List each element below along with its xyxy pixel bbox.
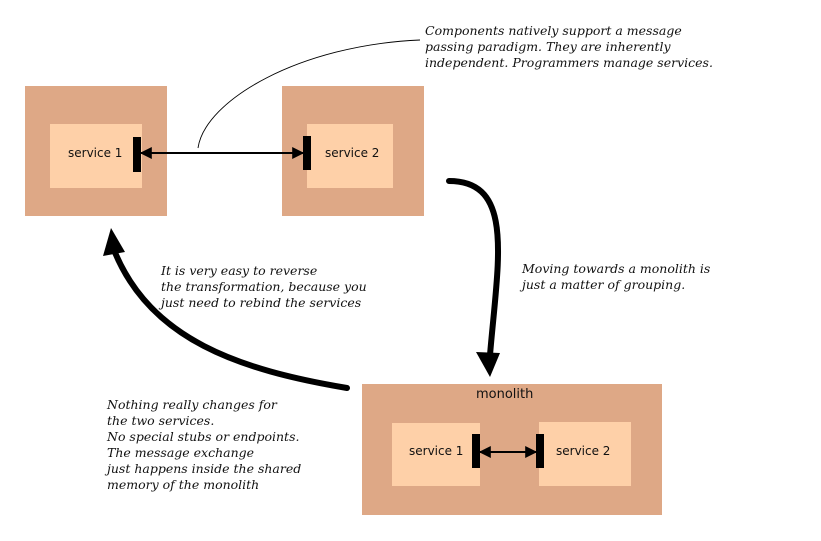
note-nothing-changes: Nothing really changes for the two servi… (107, 397, 301, 493)
service-1-box (50, 124, 142, 188)
note-line: passing paradigm. They are inherently (425, 39, 671, 54)
note-line: the two services. (107, 413, 215, 428)
service-1-endpoint (133, 137, 141, 172)
monolith-service-1-endpoint (472, 434, 480, 468)
note-line: just need to rebind the services (161, 295, 362, 310)
note-line: It is very easy to reverse (161, 263, 318, 278)
note-line: Nothing really changes for (107, 397, 277, 412)
reverse-arrowhead (103, 228, 125, 256)
note-line: No special stubs or endpoints. (107, 429, 300, 444)
note-message-passing: Components natively support a message pa… (425, 23, 713, 71)
monolith-service-1-label: service 1 (409, 444, 464, 458)
note-moving-monolith: Moving towards a monolith is just a matt… (522, 261, 710, 293)
note-line: memory of the monolith (107, 477, 260, 492)
note-line: The message exchange (107, 445, 255, 460)
note-line: Components natively support a message (425, 23, 682, 38)
monolith-title: monolith (476, 387, 534, 402)
service-2-label: service 2 (325, 146, 380, 160)
to-monolith-arrow (446, 178, 501, 358)
monolith-service-2-box (539, 422, 631, 486)
note-line: just happens inside the shared (107, 461, 302, 476)
monolith-service-1-box (392, 423, 480, 486)
monolith-service-2-label: service 2 (556, 444, 611, 458)
note-line: just a matter of grouping. (522, 277, 686, 292)
note-line: the transformation, because you (161, 279, 367, 294)
note-line: Moving towards a monolith is (522, 261, 711, 276)
note-line: independent. Programmers manage services… (425, 55, 713, 70)
service-1-label: service 1 (68, 146, 123, 160)
monolith-service-2-endpoint (536, 434, 544, 468)
service-2-endpoint (303, 136, 311, 170)
to-monolith-arrowhead (476, 352, 500, 377)
note-reverse: It is very easy to reverse the transform… (161, 263, 367, 311)
